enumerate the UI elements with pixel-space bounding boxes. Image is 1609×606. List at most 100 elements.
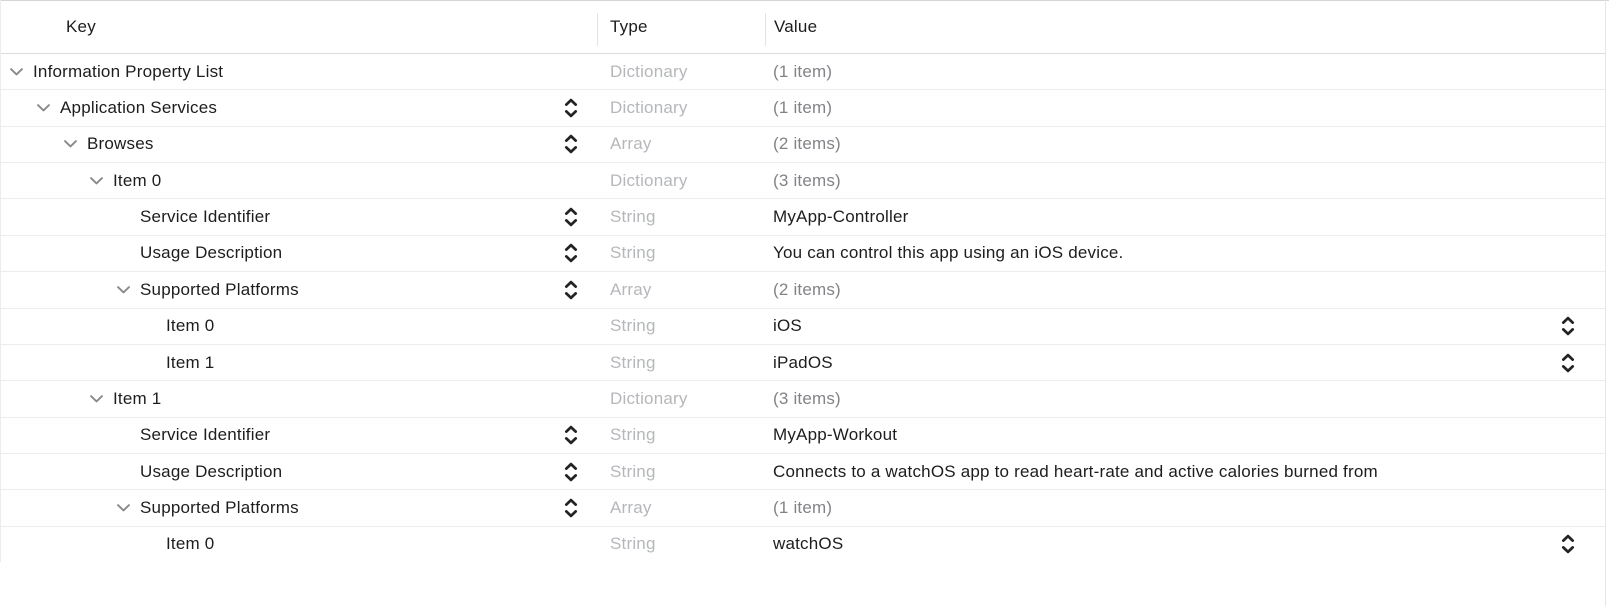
value-cell[interactable]: watchOS [773,527,1555,562]
type-cell[interactable]: Dictionary [610,163,760,198]
plist-row[interactable]: Supported Platforms Array (1 item) [0,490,1605,527]
plist-row[interactable]: Supported Platforms Array (2 items) [0,272,1605,309]
empty-area [0,562,1605,606]
key-label: Usage Description [140,461,283,481]
type-stepper-icon[interactable] [564,243,578,264]
type-stepper-icon[interactable] [564,279,578,300]
plist-row[interactable]: Application Services Dictionary (1 item) [0,90,1605,127]
key-label: Item 0 [113,170,162,190]
chevron-down-icon[interactable] [116,503,131,512]
value-cell[interactable]: You can control this app using an iOS de… [773,236,1555,271]
value-cell[interactable]: Connects to a watchOS app to read heart-… [773,454,1555,489]
type-cell[interactable]: String [610,418,760,453]
value-cell[interactable]: (2 items) [773,127,1555,162]
table-top-border [0,0,1609,1]
value-label: MyApp-Controller [773,207,909,227]
value-cell[interactable]: (2 items) [773,272,1555,307]
value-cell[interactable]: (1 item) [773,90,1555,125]
table-header: Key Type Value [0,1,1605,53]
plist-row[interactable]: Item 1 Dictionary (3 items) [0,381,1605,418]
key-cell: Application Services [0,90,597,125]
column-header-value[interactable]: Value [774,17,818,36]
key-cell: Supported Platforms [0,490,597,525]
key-cell: Item 0 [0,527,597,562]
value-label: (1 item) [773,497,833,517]
value-cell[interactable]: (1 item) [773,54,1555,89]
type-label: String [610,207,656,227]
type-stepper-icon[interactable] [564,461,578,482]
type-cell[interactable]: Dictionary [610,54,760,89]
plist-row[interactable]: Browses Array (2 items) [0,126,1605,164]
key-label: Item 0 [166,534,215,554]
type-stepper-icon[interactable] [564,497,578,518]
plist-row[interactable]: Service Identifier String MyApp-Workout [0,417,1605,454]
plist-row[interactable]: Item 0 String iOS [0,308,1605,345]
type-cell[interactable]: String [610,309,760,344]
key-label: Application Services [60,98,218,118]
type-label: Array [610,497,652,517]
value-cell[interactable]: iOS [773,309,1555,344]
value-stepper-icon[interactable] [1561,352,1575,373]
type-stepper-icon[interactable] [564,425,578,446]
type-label: Dictionary [610,98,688,118]
key-cell: Item 1 [0,345,597,380]
type-stepper-icon[interactable] [564,98,578,119]
type-stepper-icon[interactable] [564,134,578,155]
plist-row[interactable]: Service Identifier String MyApp-Controll… [0,199,1605,236]
type-cell[interactable]: Array [610,272,760,307]
key-cell: Usage Description [0,454,597,489]
type-label: String [610,316,656,336]
column-divider[interactable] [597,13,598,46]
key-cell: Browses [0,127,597,162]
value-cell[interactable]: MyApp-Workout [773,418,1555,453]
key-label: Information Property List [33,61,224,81]
type-label: String [610,534,656,554]
value-label: MyApp-Workout [773,425,898,445]
key-label: Supported Platforms [140,279,299,299]
chevron-down-icon[interactable] [36,104,51,113]
plist-row[interactable]: Information Property List Dictionary (1 … [0,54,1605,91]
type-cell[interactable]: Dictionary [610,90,760,125]
chevron-down-icon[interactable] [63,140,78,149]
type-cell[interactable]: String [610,345,760,380]
key-label: Browses [87,134,154,154]
value-cell[interactable]: (3 items) [773,381,1555,416]
key-label: Item 1 [113,388,162,408]
type-cell[interactable]: String [610,236,760,271]
type-cell[interactable]: Array [610,127,760,162]
chevron-down-icon[interactable] [89,176,104,185]
plist-row[interactable]: Item 0 String watchOS [0,526,1605,564]
value-stepper-icon[interactable] [1561,316,1575,337]
chevron-down-icon[interactable] [9,67,24,76]
value-cell[interactable]: iPadOS [773,345,1555,380]
type-label: Array [610,134,652,154]
key-cell: Information Property List [0,54,597,89]
plist-row[interactable]: Usage Description String You can control… [0,235,1605,273]
value-stepper-icon[interactable] [1561,534,1575,555]
column-header-type[interactable]: Type [610,17,648,36]
type-label: Dictionary [610,170,688,190]
plist-row[interactable]: Item 0 Dictionary (3 items) [0,163,1605,200]
type-cell[interactable]: Array [610,490,760,525]
value-label: (1 item) [773,61,833,81]
value-cell[interactable]: (1 item) [773,490,1555,525]
type-cell[interactable]: String [610,527,760,562]
column-divider[interactable] [765,13,766,46]
plist-row[interactable]: Item 1 String iPadOS [0,344,1605,382]
type-cell[interactable]: Dictionary [610,381,760,416]
type-label: Dictionary [610,388,688,408]
key-cell: Item 0 [0,309,597,344]
value-cell[interactable]: (3 items) [773,163,1555,198]
table-left-border [0,0,1,562]
value-cell[interactable]: MyApp-Controller [773,199,1555,234]
key-label: Item 1 [166,352,215,372]
key-label: Service Identifier [140,425,271,445]
type-cell[interactable]: String [610,454,760,489]
type-cell[interactable]: String [610,199,760,234]
plist-row[interactable]: Usage Description String Connects to a w… [0,453,1605,491]
column-header-key[interactable]: Key [66,17,96,36]
chevron-down-icon[interactable] [89,394,104,403]
type-stepper-icon[interactable] [564,207,578,228]
header-separator [0,53,1605,54]
chevron-down-icon[interactable] [116,285,131,294]
